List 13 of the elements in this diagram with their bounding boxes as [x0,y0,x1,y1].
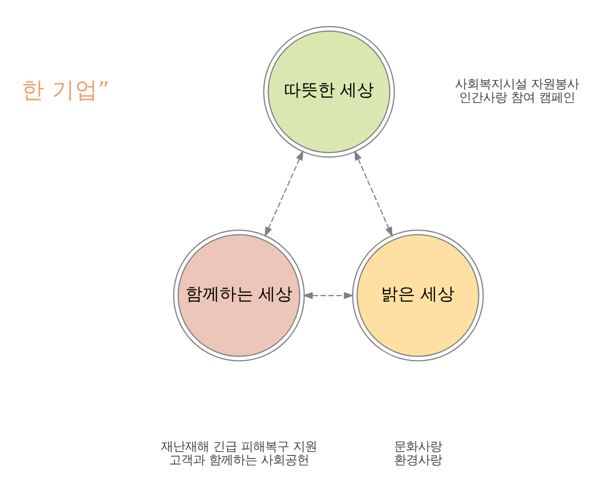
arrow [302,291,354,299]
node-circle: 함께하는 세상 [173,229,305,361]
node-label: 인간사랑 참여 캠페인 [459,90,575,104]
node-label: 사회복지시설 자원봉사 [455,76,579,91]
node-circle: 따뜻한 세상 [263,25,395,158]
node-circle: 밝은 세상 [352,229,484,361]
arrow [264,150,304,237]
label: 한 기업” [22,76,110,103]
arrow [354,150,393,237]
node-label: 고객과 함께하는 사회공헌 [169,452,309,467]
node-label: 재난재해 긴급 피해복구 지원 [161,439,317,454]
node-label: 환경사랑 [394,452,442,467]
node-label: 문화사랑 [394,439,442,454]
